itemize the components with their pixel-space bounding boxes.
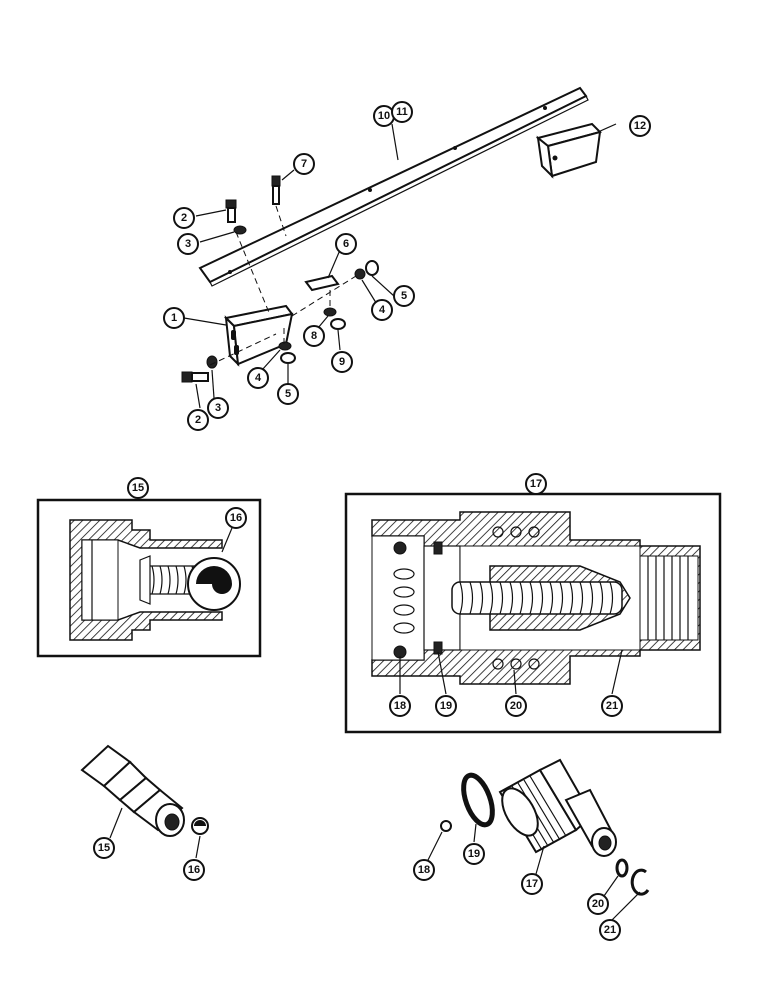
- callout-5-lower: 5: [277, 383, 299, 405]
- callout-11: 11: [391, 101, 413, 123]
- svg-text:6: 6: [343, 238, 349, 250]
- svg-text:10: 10: [378, 110, 390, 122]
- callout-6: 6: [335, 233, 357, 255]
- callout-3-lower: 3: [207, 397, 229, 419]
- svg-text:21: 21: [604, 924, 616, 936]
- svg-text:5: 5: [401, 290, 407, 302]
- snap-ring-21: [611, 868, 650, 921]
- callout-19-box: 19: [435, 695, 457, 717]
- callout-18-box: 18: [389, 695, 411, 717]
- coupler-socket-17: [498, 758, 617, 875]
- callout-10: 10: [373, 105, 395, 127]
- svg-text:15: 15: [132, 482, 144, 494]
- svg-text:19: 19: [440, 700, 452, 712]
- svg-text:5: 5: [285, 388, 291, 400]
- svg-text:4: 4: [255, 372, 262, 384]
- detail-box-15: [36, 498, 262, 658]
- svg-text:4: 4: [379, 304, 386, 316]
- callout-12: 12: [629, 115, 651, 137]
- angle-bracket-12: [535, 122, 602, 179]
- callout-20: 20: [587, 893, 609, 915]
- callout-4-lower: 4: [247, 367, 269, 389]
- svg-text:19: 19: [468, 848, 480, 860]
- callout-7: 7: [293, 153, 315, 175]
- callout-15-box: 15: [127, 477, 149, 499]
- svg-text:7: 7: [301, 158, 307, 170]
- callout-21-box: 21: [601, 695, 623, 717]
- svg-text:16: 16: [230, 512, 242, 524]
- svg-text:9: 9: [339, 356, 345, 368]
- ball-18: [427, 820, 452, 861]
- callout-15: 15: [93, 837, 115, 859]
- ball-16: [191, 817, 209, 859]
- washer-20: [603, 858, 629, 897]
- callout-9: 9: [331, 351, 353, 373]
- svg-text:20: 20: [592, 898, 604, 910]
- svg-text:3: 3: [185, 238, 191, 250]
- svg-text:2: 2: [195, 414, 201, 426]
- svg-text:11: 11: [396, 106, 408, 118]
- callout-20-box: 20: [505, 695, 527, 717]
- callout-2-lower: 2: [187, 409, 209, 431]
- spacer-plate-6: [304, 274, 340, 292]
- callout-16-box: 16: [225, 507, 247, 529]
- o-ring-19: [461, 772, 495, 843]
- svg-text:21: 21: [606, 700, 618, 712]
- svg-text:18: 18: [394, 700, 406, 712]
- svg-text:3: 3: [215, 402, 221, 414]
- callout-3-upper: 3: [177, 233, 199, 255]
- callout-2-upper: 2: [173, 207, 195, 229]
- svg-text:2: 2: [181, 212, 187, 224]
- callout-8: 8: [303, 325, 325, 347]
- svg-text:12: 12: [634, 120, 646, 132]
- svg-text:18: 18: [418, 864, 430, 876]
- callout-17: 17: [521, 873, 543, 895]
- callout-19: 19: [463, 843, 485, 865]
- svg-text:17: 17: [526, 878, 538, 890]
- coupler-section-17: [371, 511, 701, 695]
- svg-text:8: 8: [311, 330, 317, 342]
- callout-17-box: 17: [525, 473, 547, 495]
- callout-16: 16: [183, 859, 205, 881]
- coupler-plug-15: [80, 744, 185, 839]
- svg-text:1: 1: [171, 312, 177, 324]
- mounting-bar: [198, 86, 589, 287]
- callout-21: 21: [599, 919, 621, 941]
- svg-text:16: 16: [188, 864, 200, 876]
- svg-text:15: 15: [98, 842, 110, 854]
- svg-text:17: 17: [530, 478, 542, 490]
- coupler-section-15: [69, 519, 241, 641]
- callout-5-right: 5: [393, 285, 415, 307]
- bolts-and-nuts: [181, 175, 379, 383]
- callout-4-right: 4: [371, 299, 393, 321]
- callout-1: 1: [163, 307, 185, 329]
- callout-18: 18: [413, 859, 435, 881]
- svg-text:20: 20: [510, 700, 522, 712]
